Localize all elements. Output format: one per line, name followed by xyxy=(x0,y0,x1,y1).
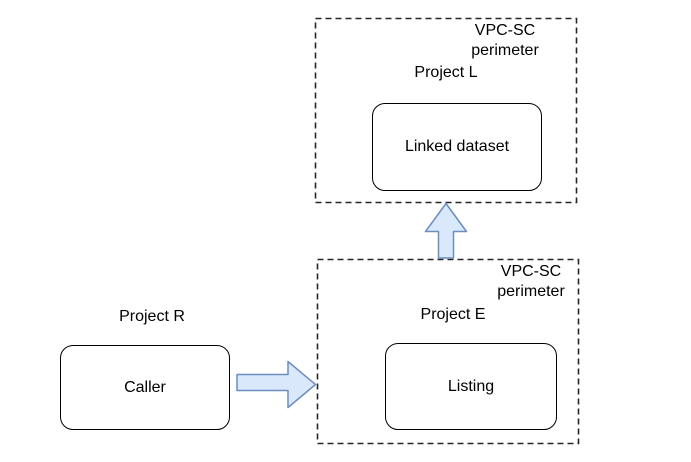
linked-dataset-node: Linked dataset xyxy=(372,103,542,191)
arrow-listing-to-linked-dataset-icon xyxy=(424,202,468,259)
listing-node-label: Listing xyxy=(447,377,495,395)
listing-node: Listing xyxy=(385,343,557,430)
perimeter-bottom-label-line1: VPC-SC xyxy=(500,263,562,280)
perimeter-top-label-line2: perimeter xyxy=(471,42,539,59)
arrow-caller-to-listing-icon xyxy=(236,360,317,409)
perimeter-top-label: VPC-SC perimeter xyxy=(440,21,570,61)
perimeter-bottom-label: VPC-SC perimeter xyxy=(466,262,596,302)
perimeter-bottom-label-line2: perimeter xyxy=(497,283,565,300)
project-e-label: Project E xyxy=(420,306,486,323)
caller-node-label: Caller xyxy=(124,378,166,396)
caller-node: Caller xyxy=(60,345,230,430)
project-l-label: Project L xyxy=(414,64,478,81)
perimeter-top-label-line1: VPC-SC xyxy=(474,22,536,39)
linked-dataset-node-label: Linked dataset xyxy=(404,138,510,155)
vpc-perimeter-bottom-border xyxy=(316,258,580,445)
project-r-label: Project R xyxy=(119,308,185,325)
vpc-perimeter-top-border xyxy=(314,17,578,204)
